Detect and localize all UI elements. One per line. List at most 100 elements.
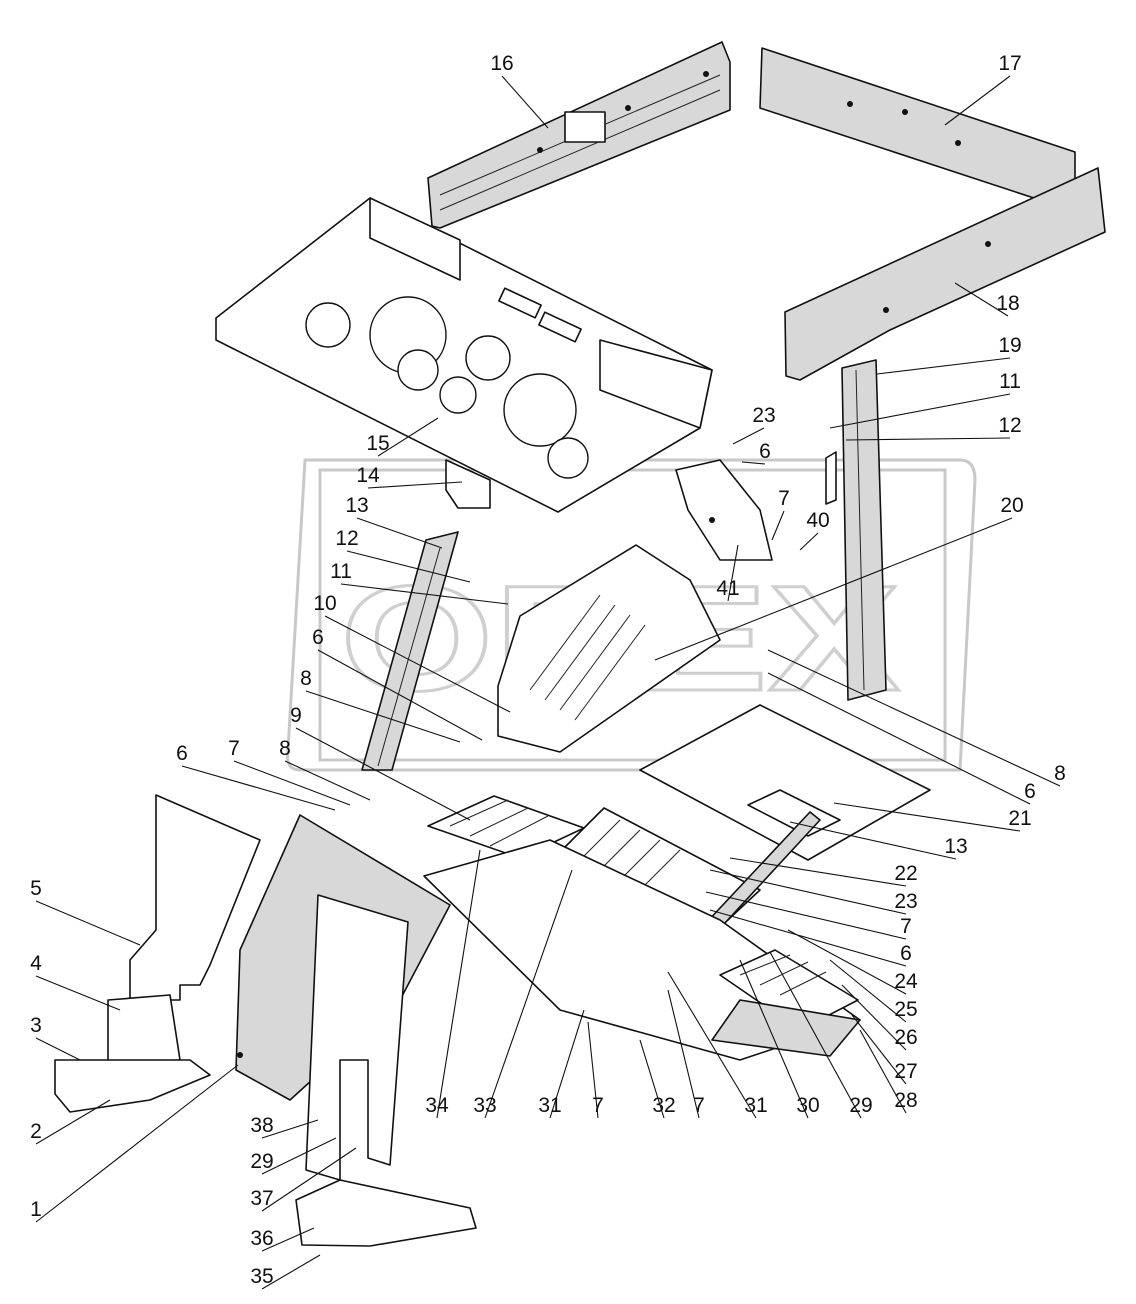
callout-c7c: 7	[693, 1094, 705, 1117]
callout-c7b: 7	[900, 915, 912, 938]
part-38-front-plate	[305, 894, 409, 1181]
leader-line-c23a	[732, 427, 765, 445]
leader-line-c1	[35, 1064, 239, 1223]
leader-line-c8c	[284, 760, 371, 801]
leader-line-c30	[739, 959, 809, 1119]
leader-line-c22	[729, 857, 907, 887]
callout-c22: 22	[894, 862, 917, 885]
leader-line-c9	[295, 727, 471, 821]
callout-c13a: 13	[345, 494, 368, 517]
leader-line-c21	[833, 802, 1021, 832]
part-5-left-upright	[129, 794, 261, 1001]
leader-line-c3	[35, 1037, 81, 1061]
leader-line-c6e	[181, 765, 336, 811]
leader-line-c31a	[667, 971, 757, 1119]
leader-line-c24	[787, 929, 907, 995]
callout-c35: 35	[250, 1265, 273, 1288]
callout-c32: 32	[652, 1094, 675, 1117]
callout-c23b: 23	[894, 890, 917, 913]
leader-line-c29b	[261, 1137, 337, 1175]
callout-c38: 38	[250, 1114, 273, 1137]
callout-c1: 1	[30, 1198, 42, 1221]
part-18-long-panel	[784, 167, 1106, 381]
leader-line-c25	[829, 959, 907, 1023]
leader-line-c6c	[767, 672, 1031, 805]
part-21-floor-plate	[639, 704, 931, 861]
callout-c10: 10	[313, 592, 336, 615]
leader-line-c14	[367, 481, 463, 489]
part-35-36-bottom-mount	[295, 1179, 477, 1247]
leader-line-c15	[377, 417, 439, 457]
callout-c25: 25	[894, 998, 917, 1021]
part-15-instrument-panel	[215, 197, 713, 513]
callout-c34: 34	[425, 1094, 449, 1117]
callout-c8c: 8	[279, 737, 291, 760]
callout-c6a: 6	[759, 440, 771, 463]
leader-line-c4	[35, 975, 121, 1011]
callout-c28: 28	[894, 1089, 917, 1112]
callout-c5: 5	[30, 877, 42, 900]
leader-line-c37	[261, 1147, 357, 1212]
leader-line-c6a	[741, 461, 766, 465]
leader-line-c18	[954, 282, 1009, 317]
part-25-28-pedal-stack	[711, 949, 861, 1057]
leader-line-c26	[841, 984, 907, 1051]
callout-c4: 4	[30, 952, 42, 975]
callout-c24: 24	[894, 970, 918, 993]
leader-line-c7e	[233, 760, 351, 806]
leader-line-c35	[261, 1254, 321, 1290]
leader-line-c41	[727, 544, 739, 602]
leader-line-c10	[324, 615, 511, 713]
callout-c31a: 31	[744, 1094, 767, 1117]
part-19-vertical-post	[825, 359, 887, 701]
leader-line-c34	[436, 849, 481, 1119]
callout-c29b: 29	[250, 1150, 273, 1173]
callout-c11a: 11	[999, 370, 1021, 393]
callout-c12b: 12	[335, 527, 358, 550]
leader-line-c11b	[340, 583, 509, 605]
part-17-side-panel	[759, 47, 1076, 201]
watermark-frame	[286, 458, 977, 772]
callout-c30: 30	[796, 1094, 819, 1117]
callout-c33: 33	[473, 1094, 496, 1117]
callout-c41: 41	[716, 577, 739, 600]
part-2-3-bottom-bracket	[54, 1059, 211, 1113]
callout-c9: 9	[290, 704, 302, 727]
callout-c6c: 6	[1024, 780, 1036, 803]
leader-line-c2	[35, 1099, 111, 1145]
callout-c16: 16	[490, 52, 513, 75]
leader-line-c7b	[705, 891, 907, 940]
leader-line-c11a	[829, 393, 1011, 429]
callout-c31b: 31	[538, 1094, 561, 1117]
leader-line-c13b	[789, 821, 957, 860]
callout-c23a: 23	[752, 404, 775, 427]
leader-line-c12a	[845, 437, 1011, 441]
callout-c7a: 7	[778, 487, 790, 510]
leader-line-c12b	[346, 550, 471, 583]
leader-lines	[35, 75, 1061, 1290]
part-13-left-post	[361, 531, 459, 771]
callout-c3: 3	[30, 1014, 42, 1037]
callout-c8b: 8	[1054, 762, 1066, 785]
callout-c19: 19	[998, 334, 1021, 357]
leader-line-c8a	[305, 690, 461, 743]
callout-c18: 18	[996, 292, 1019, 315]
callout-c20: 20	[1000, 494, 1023, 517]
callout-c7e: 7	[228, 737, 240, 760]
leader-line-c8b	[767, 649, 1061, 787]
callout-c7d: 7	[592, 1094, 604, 1117]
callout-c27: 27	[894, 1060, 917, 1083]
leader-line-c33	[484, 869, 573, 1119]
leader-line-c29a	[769, 951, 862, 1119]
leader-line-c7a	[771, 510, 785, 541]
callout-c2: 2	[30, 1120, 42, 1143]
leader-line-c40	[799, 532, 819, 551]
leader-line-c7d	[587, 1021, 599, 1119]
leader-line-c6d	[709, 909, 907, 967]
leader-line-c28	[859, 1029, 907, 1114]
callout-c14: 14	[356, 464, 380, 487]
callout-c40: 40	[806, 509, 829, 532]
leader-line-c19	[876, 357, 1011, 375]
